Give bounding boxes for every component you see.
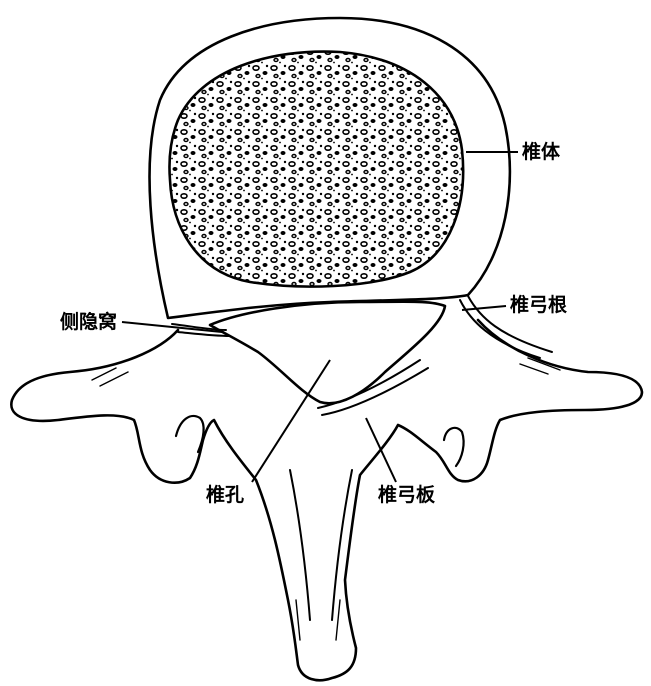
- label-pedicle: 椎弓根: [510, 296, 567, 315]
- lamina-strokes: [318, 360, 428, 415]
- vertebral-foramen-outline: [210, 302, 445, 404]
- label-lateral-recess: 侧隐窝: [60, 313, 117, 332]
- right-process-fold: [444, 428, 464, 466]
- label-vertebral-foramen: 椎孔: [206, 486, 244, 505]
- label-lamina: 椎弓板: [378, 486, 435, 505]
- leader-vertebral-foramen: [252, 360, 330, 482]
- shading-hatches: [92, 358, 560, 640]
- cancellous-bone-region: [169, 52, 463, 287]
- leader-lamina: [366, 418, 396, 482]
- spinous-process-strokes: [290, 470, 352, 620]
- label-vertebral-body: 椎体: [522, 143, 560, 162]
- leader-pedicle: [462, 306, 506, 310]
- left-process-fold: [176, 416, 204, 452]
